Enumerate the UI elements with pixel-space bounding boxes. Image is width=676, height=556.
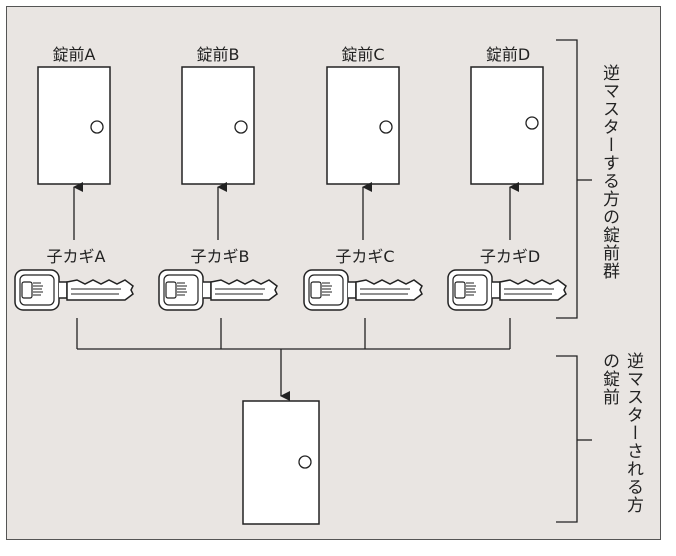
key-label-a: 子カギA — [46, 247, 106, 266]
lock-door-c — [326, 66, 400, 185]
target-lock-label-line2: の錠前 — [599, 352, 619, 406]
key-connector — [76, 318, 511, 401]
lock-door-b — [181, 66, 255, 185]
target-lock-label-line1: 逆マスターされる方 — [623, 352, 643, 514]
lock-label-a: 錠前A — [52, 45, 96, 64]
key-icon-c — [303, 269, 423, 311]
key-icon-b — [158, 269, 278, 311]
lock-group-label: 逆マスターする方の錠前群 — [599, 64, 619, 280]
target-lock-door — [242, 400, 320, 525]
lock-label-b: 錠前B — [196, 45, 240, 64]
key-label-d: 子カギD — [479, 247, 541, 266]
key-icon-a — [14, 269, 134, 311]
lock-label-d: 錠前D — [485, 45, 531, 64]
lock-door-d — [470, 66, 544, 185]
key-label-c: 子カギC — [335, 247, 395, 266]
key-icon-d — [447, 269, 567, 311]
lock-door-a — [37, 66, 111, 185]
lock-group-bracket — [556, 39, 592, 319]
target-lock-bracket — [556, 355, 592, 523]
key-label-b: 子カギB — [190, 247, 250, 266]
lock-label-c: 錠前C — [341, 45, 385, 64]
